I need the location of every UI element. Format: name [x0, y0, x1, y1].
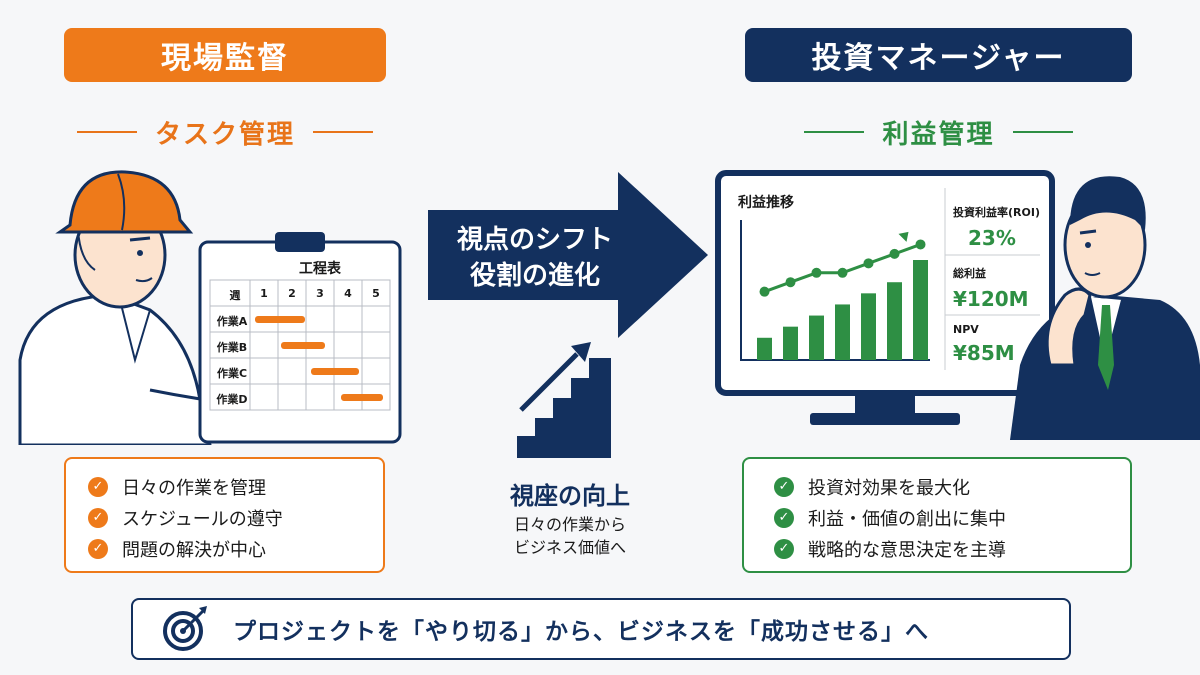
- week-4-label: 4: [344, 287, 352, 300]
- chart-bar: [809, 315, 824, 360]
- list-item: ✓ 投資対効果を最大化: [774, 471, 1108, 502]
- roi-value: 23%: [968, 226, 1016, 250]
- manager-illustration: [1010, 176, 1200, 440]
- check-icon: ✓: [88, 476, 108, 497]
- task-management-heading: タスク管理: [64, 112, 386, 152]
- chart-arrow-head: [898, 231, 909, 242]
- divider: [1012, 131, 1073, 133]
- site-supervisor-title: 現場監督: [64, 28, 386, 82]
- week-2-label: 2: [288, 287, 296, 300]
- chart-point: [863, 258, 874, 269]
- profit-chart: [740, 220, 930, 361]
- chart-point: [811, 267, 822, 278]
- check-icon: ✓: [88, 507, 108, 528]
- task-c-label: 作業C: [216, 367, 248, 380]
- chart-point: [889, 248, 900, 259]
- list-item: ✓ スケジュールの遵守: [88, 502, 361, 533]
- chart-point: [837, 267, 848, 278]
- week-3-label: 3: [316, 287, 324, 300]
- total-profit-label: 総利益: [953, 267, 986, 280]
- chart-point: [759, 286, 770, 297]
- shift-arrow-text: 視点のシフト 役割の進化: [445, 222, 625, 294]
- summary-text: プロジェクトを「やり切る」から、ビジネスを「成功させる」へ: [233, 619, 929, 645]
- duty-text: 利益・価値の創出に集中: [808, 508, 1006, 530]
- stairs-up-icon: [517, 342, 611, 458]
- summary-banner: プロジェクトを「やり切る」から、ビジネスを「成功させる」へ: [131, 598, 1071, 660]
- chart-point: [915, 239, 926, 250]
- week-header-label: 週: [229, 289, 241, 302]
- perspective-title: 視座の向上: [510, 482, 630, 510]
- gantt-bar-b: [281, 342, 325, 349]
- task-d-label: 作業D: [216, 393, 248, 406]
- supervisor-illustration: [18, 170, 287, 445]
- gantt-bar-c: [311, 368, 359, 375]
- roi-label: 投資利益率(ROI): [953, 206, 1040, 219]
- check-icon: ✓: [774, 476, 794, 497]
- total-profit-value: ¥120M: [953, 287, 1029, 311]
- schedule-title: 工程表: [299, 261, 341, 277]
- divider: [76, 131, 137, 133]
- profit-management-heading: 利益管理: [745, 112, 1132, 152]
- shift-arrow-icon: [428, 172, 708, 338]
- check-icon: ✓: [774, 538, 794, 559]
- task-b-label: 作業B: [216, 341, 248, 354]
- list-item: ✓ 利益・価値の創出に集中: [774, 502, 1108, 533]
- list-item: ✓ 戦略的な意思決定を主導: [774, 533, 1108, 564]
- gantt-bar-a: [255, 316, 305, 323]
- chart-bar: [887, 282, 902, 360]
- chart-bar: [757, 337, 772, 360]
- duty-text: 投資対効果を最大化: [808, 477, 970, 499]
- duty-text: 戦略的な意思決定を主導: [808, 539, 1006, 561]
- investment-manager-title: 投資マネージャー: [745, 28, 1132, 82]
- perspective-line-1: 日々の作業から: [513, 515, 626, 534]
- perspective-desc: 日々の作業から ビジネス価値へ: [470, 513, 670, 559]
- target-icon: [163, 606, 207, 651]
- monitor: [715, 170, 1055, 425]
- duty-text: スケジュールの遵守: [122, 508, 283, 530]
- chart-bar: [913, 260, 928, 360]
- chart-bar: [835, 304, 850, 360]
- task-management-label: タスク管理: [154, 119, 295, 150]
- week-5-label: 5: [372, 287, 380, 300]
- manager-duties-list: ✓ 投資対効果を最大化 ✓ 利益・価値の創出に集中 ✓ 戦略的な意思決定を主導: [742, 457, 1132, 573]
- perspective-line-2: ビジネス価値へ: [513, 538, 626, 557]
- list-item: ✓ 日々の作業を管理: [88, 471, 361, 502]
- list-item: ✓ 問題の解決が中心: [88, 533, 361, 564]
- check-icon: ✓: [88, 538, 108, 559]
- profit-management-label: 利益管理: [882, 119, 995, 150]
- supervisor-duties-list: ✓ 日々の作業を管理 ✓ スケジュールの遵守 ✓ 問題の解決が中心: [64, 457, 385, 573]
- duty-text: 日々の作業を管理: [122, 477, 266, 499]
- divider: [313, 131, 373, 133]
- chart-point: [785, 277, 796, 288]
- chart-bar: [783, 326, 798, 360]
- task-a-label: 作業A: [216, 315, 248, 328]
- check-icon: ✓: [774, 507, 794, 528]
- shift-line-2: 役割の進化: [469, 261, 600, 291]
- week-1-label: 1: [260, 287, 268, 300]
- gantt-bar-d: [341, 394, 383, 401]
- shift-line-1: 視点のシフト: [456, 225, 613, 255]
- duty-text: 問題の解決が中心: [122, 539, 266, 561]
- chart-bar: [861, 293, 876, 360]
- clipboard: [198, 232, 402, 444]
- npv-label: NPV: [953, 323, 979, 336]
- divider: [804, 131, 865, 133]
- chart-title: 利益推移: [738, 195, 794, 211]
- npv-value: ¥85M: [953, 341, 1015, 365]
